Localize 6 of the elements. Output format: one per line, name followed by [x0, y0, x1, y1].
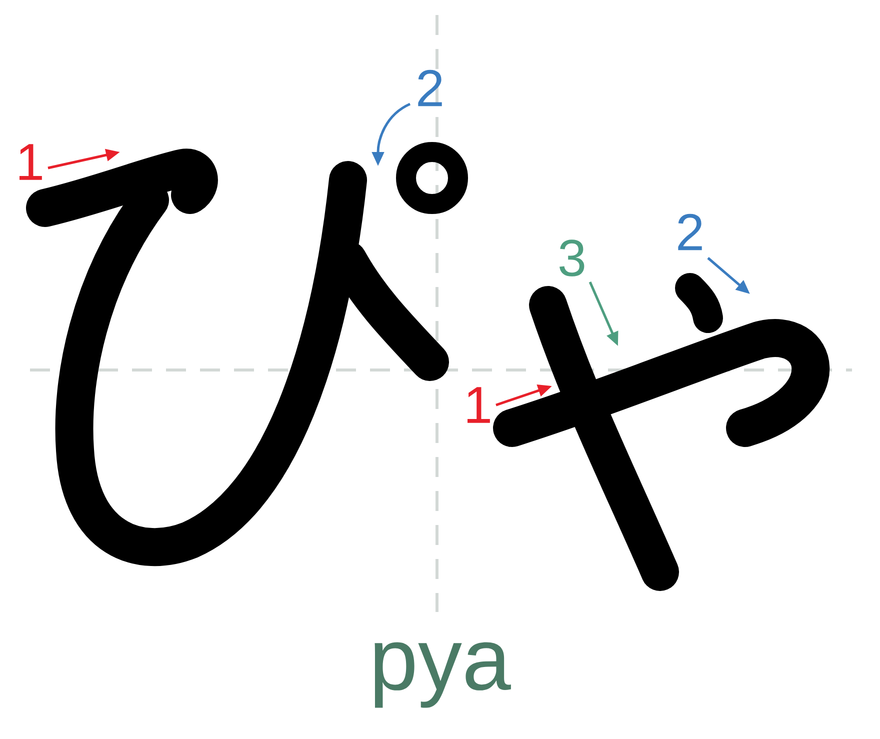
romaji-label: pya — [374, 642, 511, 708]
stroke-number: 2 — [678, 214, 702, 250]
stroke-number: 1 — [468, 387, 490, 423]
stroke-number: 2 — [418, 70, 442, 106]
stroke-number: 1 — [20, 144, 42, 180]
stroke-number: 3 — [560, 240, 584, 276]
